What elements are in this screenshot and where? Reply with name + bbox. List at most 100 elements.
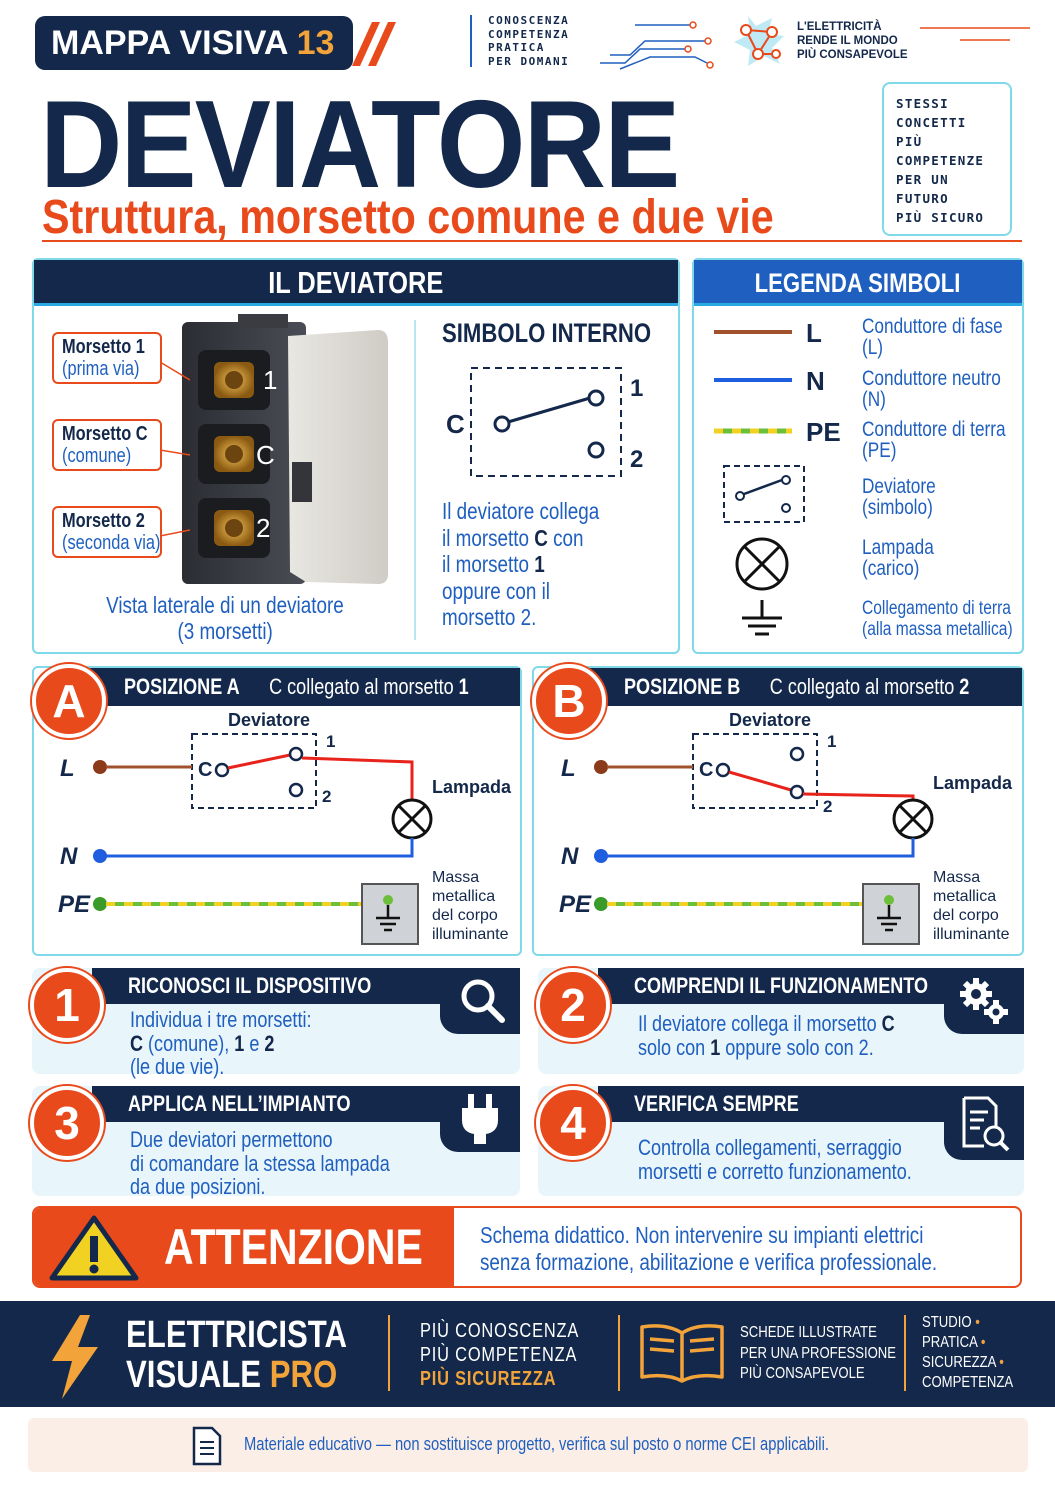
position-desc-num: 2 (959, 674, 970, 699)
legend-item-earth: Conduttore di terra(PE) (862, 419, 1037, 461)
lamp-label: Lampada (432, 777, 512, 797)
lightning-icon (52, 1315, 98, 1399)
attention-title: ATTENZIONE (164, 1216, 480, 1278)
tagline-bar (470, 15, 472, 67)
footer-brand-word: VISUALE (126, 1354, 262, 1396)
step-text-line: Controlla collegamenti, serraggio (638, 1135, 902, 1160)
terminal-label-2: Morsetto 2 (seconda via) (52, 506, 162, 558)
legend-text: Lampada (862, 536, 934, 559)
step-1: RICONOSCI IL DISPOSITIVO 1 Individua i t… (30, 968, 520, 1078)
wire-label-l: L (561, 755, 576, 782)
step-2: COMPRENDI IL FUNZIONAMENTO 2 Il deviator… (536, 968, 1024, 1074)
switch-device-image: 1 C 2 (182, 314, 388, 584)
symbol-desc-bold: 1 (534, 551, 545, 577)
step-text-line: morsetti e corretto funzionamento. (638, 1158, 912, 1184)
legend-text: (PE) (862, 439, 897, 462)
terminal-desc: (comune) (62, 445, 132, 467)
step-text-line: (le due vie). (130, 1054, 225, 1079)
position-a-badge: A (32, 664, 106, 738)
switch-contact-2: 2 (823, 797, 832, 816)
document-search-icon (962, 1096, 1010, 1152)
lamp-label: Lampada (933, 773, 1013, 793)
footer-brand: ELETTRICISTA VISUALE PRO (126, 1315, 396, 1395)
label-connectors (160, 361, 190, 537)
attention-line: Schema didattico. Non intervenire su imp… (480, 1222, 924, 1248)
mass-label: illuminante (432, 926, 509, 943)
tagline-line: CONOSCENZA (488, 14, 570, 27)
switch-c-label: C (699, 759, 713, 781)
educational-note-text: Materiale educativo — non sostituisce pr… (244, 1434, 957, 1455)
footer-brand-pro: PRO (269, 1354, 338, 1396)
symbol-description: Il deviatore collega il morsetto C con i… (442, 498, 634, 631)
legend-text: Conduttore neutro (862, 367, 1001, 390)
tagline-line: PER DOMANI (488, 54, 570, 68)
metal-mass-icon (862, 883, 920, 945)
footer-value: SICUREZZA (922, 1354, 996, 1371)
warning-icon (49, 1215, 139, 1281)
symbol-desc-text: oppure con il (442, 577, 550, 604)
terminal-label-1: Morsetto 1 (prima via) (52, 332, 162, 384)
slashes-decoration (352, 22, 396, 66)
wire-label-n: N (561, 843, 579, 870)
step-title-text: RICONOSCI IL DISPOSITIVO (128, 973, 372, 998)
search-icon (461, 979, 505, 1023)
tagline-line: PRATICA (488, 41, 545, 54)
legend-text: (L) (862, 336, 884, 359)
step-3: APPLICA NELL’IMPIANTO 3 Due deviatori pe… (30, 1086, 520, 1199)
wire-label-pe: PE (559, 891, 592, 918)
symbol-desc-text: morsetto 2. (442, 604, 537, 630)
plug-icon (462, 1094, 498, 1144)
terminal-mark-1: 1 (263, 365, 277, 395)
step-bold: 1 (710, 1034, 721, 1060)
legend-item-lamp: Lampada(carico) (862, 537, 950, 579)
symbol-desc-bold: C (534, 524, 548, 551)
symbol-desc-text: il morsetto (442, 551, 535, 577)
legend-item-neutral: Conduttore neutro(N) (862, 368, 1031, 410)
terminal-desc: (prima via) (62, 358, 140, 380)
footer-values: STUDIO • PRATICA • SICUREZZA • COMPETENZ… (922, 1314, 1014, 1391)
switch-contact-1: 1 (326, 732, 335, 751)
footer-divider (618, 1315, 620, 1391)
attention-title-text: ATTENZIONE (164, 1219, 423, 1275)
device-caption-line: (3 morsetti) (177, 618, 273, 644)
brand-motto: L'ELETTRICITÀ RENDE IL MONDO PIÙ CONSAPE… (797, 20, 908, 62)
footer-value: PRATICA (922, 1334, 978, 1351)
step-text-line: di comandare la stessa lampada (130, 1150, 390, 1176)
switch-label: Deviatore (729, 710, 811, 730)
legend-item-phase: Conduttore di fase(L) (862, 316, 1034, 358)
mass-label: Massa (432, 869, 479, 886)
step-text: Il deviatore collega il morsetto C solo … (638, 1012, 951, 1059)
lines-decoration (920, 27, 1030, 41)
step-text-line: da due posizioni. (130, 1174, 266, 1199)
step-number: 1 (30, 968, 104, 1042)
position-title: POSIZIONE A (124, 674, 240, 699)
footer-schede-line: SCHEDE ILLUSTRATE (740, 1324, 877, 1341)
step-text: Individua i tre morsetti: C (comune), 1 … (130, 1008, 351, 1079)
symbol-title-text: SIMBOLO INTERNO (442, 318, 652, 348)
step-text-part: solo con (638, 1034, 711, 1060)
step-bold: C (130, 1030, 144, 1056)
legend-title-text: LEGENDA SIMBOLI (755, 268, 961, 298)
symbol-desc-text: con (547, 524, 584, 551)
step-title-text: VERIFICA SEMPRE (634, 1091, 799, 1116)
legend-code-l: L (806, 318, 822, 348)
wire-label-l: L (60, 755, 75, 782)
footer-motto-line: PIÙ CONOSCENZA (420, 1320, 580, 1342)
device-panel-title-text: IL DEVIATORE (268, 265, 444, 300)
footer: ELETTRICISTA VISUALE PRO PIÙ CONOSCENZA … (0, 1301, 1055, 1407)
title-underline (42, 240, 1022, 242)
side-motto-line: PIÙ SICURO (896, 210, 985, 225)
legend-panel: LEGENDA SIMBOLI (692, 258, 1024, 654)
footer-brand-line: ELETTRICISTA (126, 1314, 348, 1356)
symbol-desc-text: Il deviatore collega (442, 498, 600, 524)
position-b-badge: B (532, 664, 606, 738)
step-4: VERIFICA SEMPRE 4 Controlla collegamenti… (536, 1086, 1024, 1196)
footer-schede-line: PER UNA PROFESSIONE (740, 1344, 897, 1362)
side-motto-line: STESSI (896, 96, 949, 111)
footer-motto: PIÙ CONOSCENZA PIÙ COMPETENZA PIÙ SICURE… (420, 1319, 614, 1391)
symbol-title: SIMBOLO INTERNO (442, 318, 697, 349)
footer-schede: SCHEDE ILLUSTRATE PER UNA PROFESSIONE PI… (740, 1323, 930, 1385)
wire-label-pe: PE (58, 891, 91, 918)
